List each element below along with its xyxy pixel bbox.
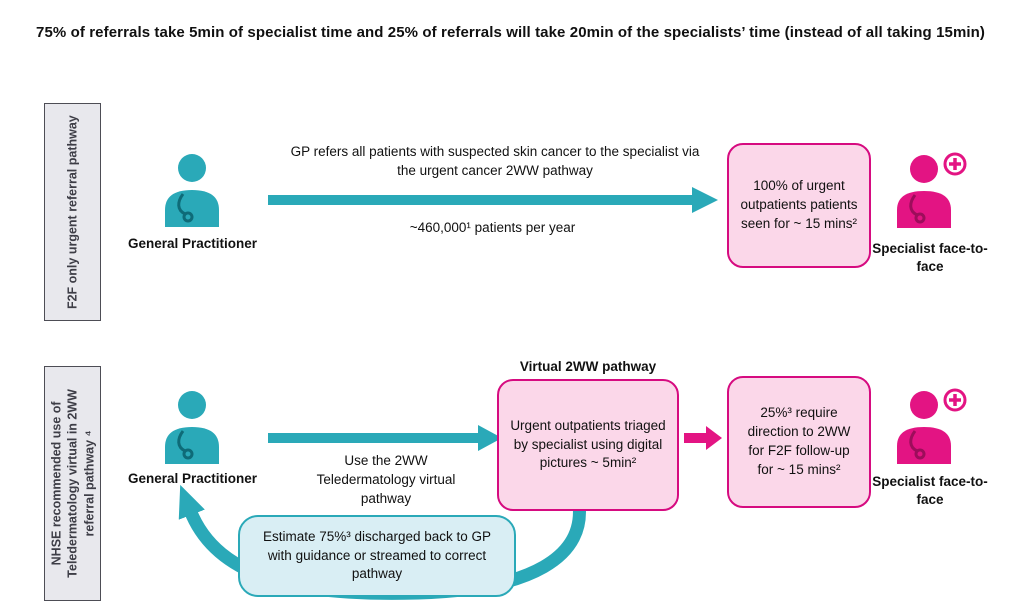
virtual-triage-box: Urgent outpatients triaged by specialist… <box>497 379 679 511</box>
virtual-box-title: Virtual 2WW pathway <box>519 359 657 374</box>
volume-text: ~460,000¹ patients per year <box>409 220 576 235</box>
outcome-box-virtual-text: 25%³ require direction to 2WW for F2F fo… <box>747 405 851 477</box>
outcome-box-virtual: 25%³ require direction to 2WW for F2F fo… <box>727 376 871 508</box>
feedback-box: Estimate 75%³ discharged back to GP with… <box>238 515 516 597</box>
gp-icon <box>156 390 228 464</box>
page-title: 75% of referrals take 5min of specialist… <box>36 24 986 41</box>
handoff-arrow <box>684 426 722 450</box>
outcome-box-f2f-text: 100% of urgent outpatients patients seen… <box>740 178 858 231</box>
outcome-box-f2f: 100% of urgent outpatients patients seen… <box>727 143 871 268</box>
referral-text: GP refers all patients with suspected sk… <box>290 144 700 178</box>
pathway-f2f-side-label-text: F2F only urgent referral pathway <box>65 115 80 309</box>
pathway-f2f-side-label: F2F only urgent referral pathway <box>44 103 101 321</box>
specialist-icon <box>891 152 969 228</box>
feedback-box-text: Estimate 75%³ discharged back to GP with… <box>262 528 492 582</box>
pathway-virtual-side-label-text: NHSE recommended use of Teledermatology … <box>49 389 96 578</box>
specialist-label-virtual: Specialist face-to-face <box>872 474 988 508</box>
virtual-arrow-text: Use the 2WW Teledermatology virtual path… <box>316 453 456 506</box>
specialist-label-f2f: Specialist face-to-face <box>872 241 988 275</box>
specialist-icon <box>891 388 969 464</box>
pathway-virtual-side-label: NHSE recommended use of Teledermatology … <box>44 366 101 601</box>
flow-arrow-f2f <box>268 187 718 213</box>
flow-arrow-virtual <box>268 425 502 451</box>
gp-icon <box>156 153 228 227</box>
gp-label: General Practitioner <box>127 471 258 486</box>
gp-label: General Practitioner <box>127 236 258 251</box>
virtual-triage-box-text: Urgent outpatients triaged by specialist… <box>510 417 666 471</box>
